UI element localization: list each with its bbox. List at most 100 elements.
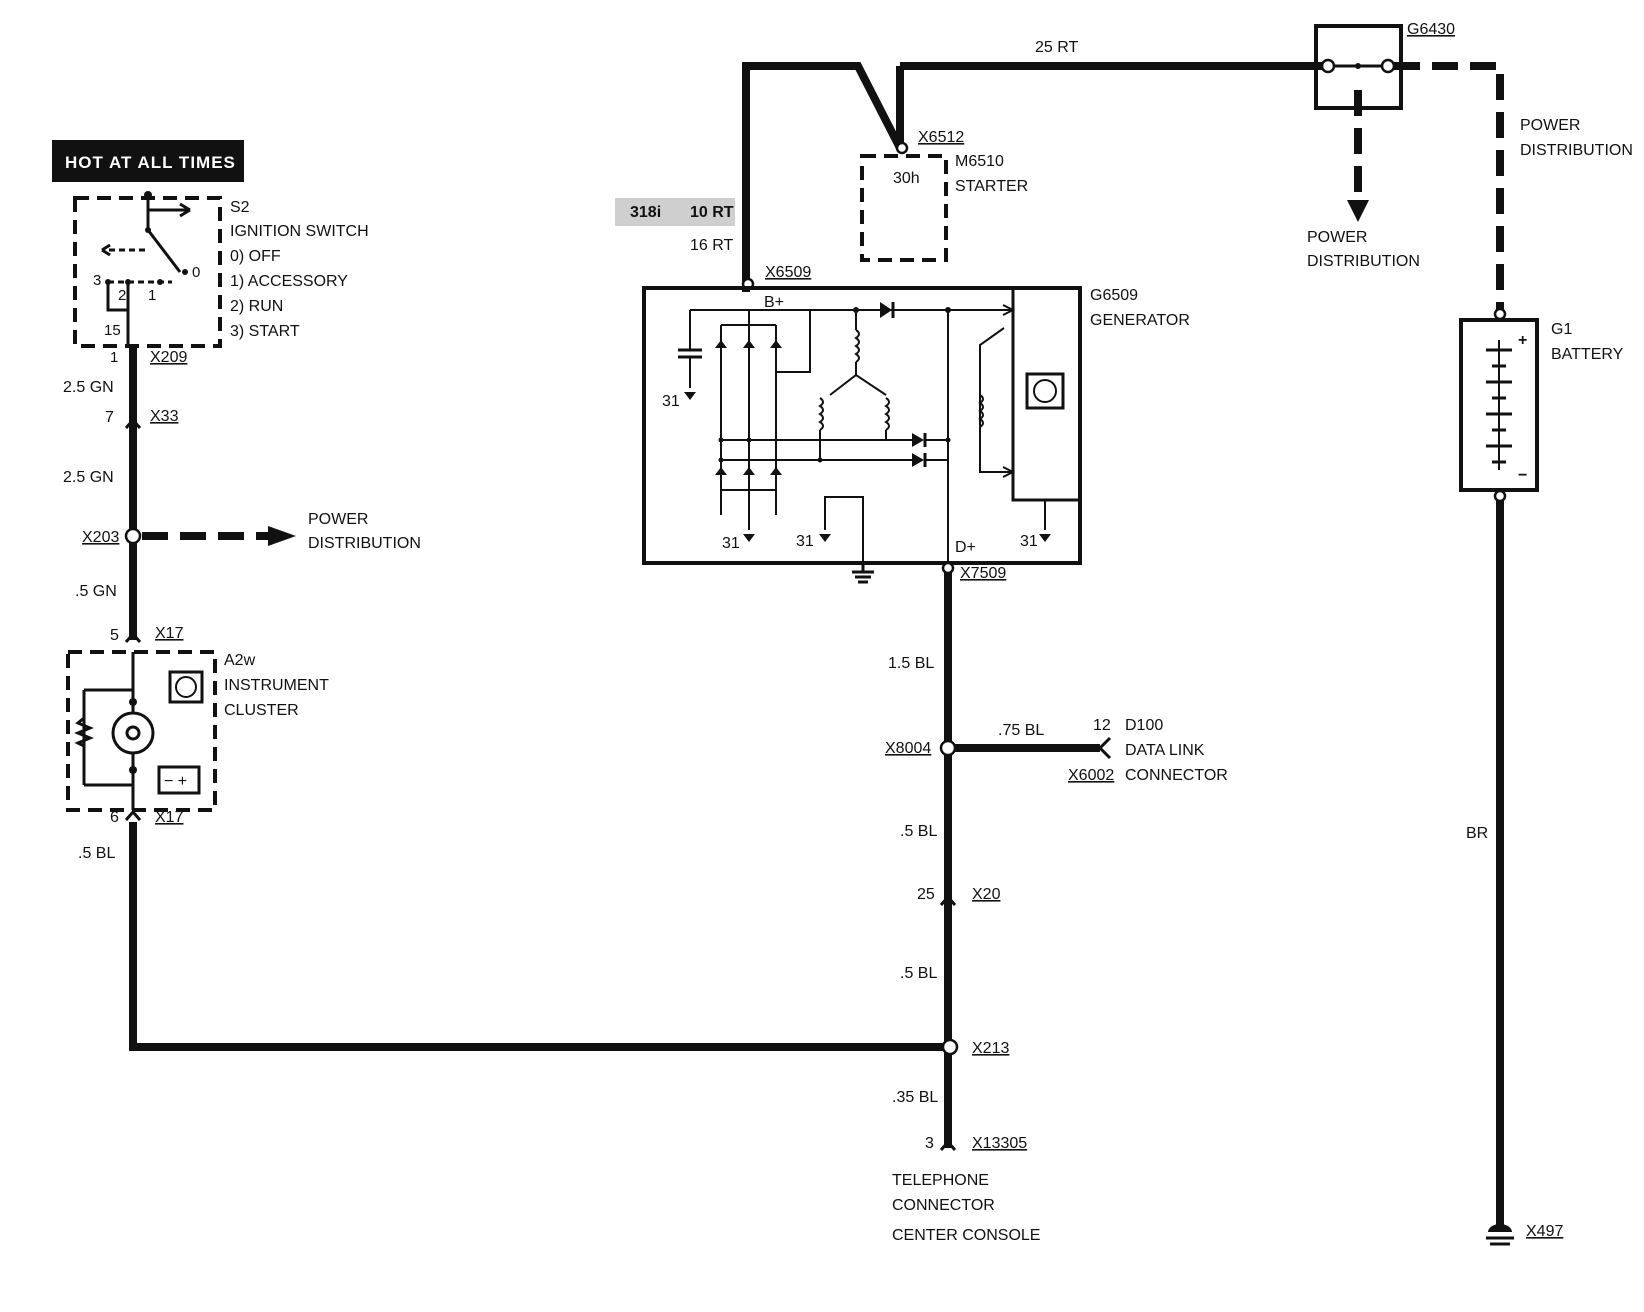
- power-dist-right-2: DISTRIBUTION: [1520, 142, 1633, 159]
- wire-label-16rt: 16 RT: [690, 237, 734, 254]
- connector-x203: X203: [82, 529, 119, 546]
- power-dist-mid-1: POWER: [1307, 229, 1367, 246]
- connector-x17-top: X17: [155, 625, 184, 642]
- variant-318i-shade: [615, 198, 735, 226]
- starter-box: [860, 154, 948, 262]
- ign-pos-start: 3) START: [230, 323, 300, 340]
- phone-title-1: TELEPHONE: [892, 1172, 989, 1189]
- wire-label-25rt: 25 RT: [1035, 39, 1079, 56]
- x17-bottom-symbol: [124, 809, 142, 821]
- starter-terminal: 30h: [893, 170, 920, 187]
- generator-name: GENERATOR: [1090, 312, 1190, 329]
- cluster-internal: [74, 652, 204, 810]
- g6430-right-node: [1380, 58, 1396, 74]
- cluster-battery-symbol: − +: [164, 773, 187, 790]
- x33-pin: 7: [105, 409, 114, 426]
- battery-cells: [1486, 340, 1512, 470]
- ignition-title: IGNITION SWITCH: [230, 223, 369, 240]
- connector-x33: X33: [150, 408, 179, 425]
- ign-pin-3: 3: [93, 272, 101, 289]
- connector-x209: X209: [150, 349, 187, 366]
- x17-pin-6: 6: [110, 809, 119, 826]
- gen-ground-31-c: 31: [796, 533, 814, 550]
- ignition-id: S2: [230, 199, 250, 216]
- variant-318i: 318i: [630, 204, 661, 221]
- battery-minus-node: [1493, 489, 1507, 503]
- datalink-title-1: DATA LINK: [1125, 742, 1205, 759]
- connector-x17-bottom: X17: [155, 809, 184, 826]
- x8004-splice: [939, 739, 957, 757]
- battery-name: BATTERY: [1551, 346, 1624, 363]
- wire-battery-feed: [1394, 62, 1504, 312]
- steering-wheel-icon: [168, 670, 204, 704]
- connector-x497: X497: [1526, 1223, 1563, 1240]
- wire-label-br: BR: [1466, 825, 1488, 842]
- data-link-connector-symbol: [1097, 736, 1112, 760]
- x203-splice: [124, 527, 142, 545]
- ign-pin-0: 0: [192, 264, 200, 281]
- charge-lamp-icon: [111, 711, 155, 755]
- connector-x213: X213: [972, 1040, 1009, 1057]
- x33-connector-symbol: [124, 417, 142, 429]
- x213-splice: [941, 1038, 959, 1056]
- wire-label-035bl: .35 BL: [892, 1089, 938, 1106]
- power-dist-right-1: POWER: [1520, 117, 1580, 134]
- battery-warning-icon: [157, 765, 201, 795]
- ign-pin-1: 1: [148, 287, 156, 304]
- wire-blue-left-return: [129, 822, 945, 1051]
- x20-pin: 25: [917, 886, 935, 903]
- battery-plus: +: [1518, 332, 1527, 349]
- x13305-pin: 3: [925, 1135, 934, 1152]
- datalink-pin: 12: [1093, 717, 1111, 734]
- ign-pos-off: 0) OFF: [230, 248, 281, 265]
- wire-label-25gn-2: 2.5 GN: [63, 469, 114, 486]
- wire-label-05gn: .5 GN: [75, 583, 117, 600]
- connector-x13305: X13305: [972, 1135, 1027, 1152]
- ign-pos-accessory: 1) ACCESSORY: [230, 273, 348, 290]
- power-dist-left-2: DISTRIBUTION: [308, 535, 421, 552]
- wire-label-05bl-a: .5 BL: [900, 823, 937, 840]
- wire-label-25gn-1: 2.5 GN: [63, 379, 114, 396]
- power-dist-left-1: POWER: [308, 511, 368, 528]
- instrument-cluster-box: [66, 650, 217, 812]
- connector-x6509: X6509: [765, 264, 811, 281]
- generator-internal: [678, 286, 1082, 584]
- gen-ground-31-d: 31: [1020, 533, 1038, 550]
- x17-pin-5: 5: [110, 627, 119, 644]
- wire-red-b-plus: [742, 62, 904, 292]
- x17-top-symbol: [124, 631, 142, 643]
- g6430-left-node: [1320, 58, 1336, 74]
- arrow-down-icon: [1347, 200, 1369, 222]
- x6512-node: [895, 141, 909, 155]
- datalink-id: D100: [1125, 717, 1163, 734]
- connector-x6002: X6002: [1068, 767, 1114, 784]
- wire-label-05bl-left: .5 BL: [78, 845, 115, 862]
- generator-bplus: B+: [764, 294, 784, 311]
- hot-badge-text: HOT AT ALL TIMES: [65, 153, 236, 172]
- connector-x20: X20: [972, 886, 1001, 903]
- phone-title-3: CENTER CONSOLE: [892, 1227, 1040, 1244]
- arrow-right-icon: [268, 526, 296, 546]
- gen-ground-31-b: 31: [722, 535, 740, 552]
- hot-at-all-times-badge: [52, 140, 244, 182]
- connector-x8004: X8004: [885, 740, 931, 757]
- g6430-center: [1355, 63, 1361, 69]
- wire-label-05bl-b: .5 BL: [900, 965, 937, 982]
- gen-ground-31-a: 31: [662, 393, 680, 410]
- datalink-title-2: CONNECTOR: [1125, 767, 1228, 784]
- wire-label-075bl: .75 BL: [998, 722, 1044, 739]
- variant-10rt: 10 RT: [690, 204, 734, 221]
- cluster-id: A2w: [224, 652, 256, 669]
- battery-plus-node: [1493, 307, 1507, 321]
- connector-g6430: G6430: [1407, 21, 1455, 38]
- ign-pin-2: 2: [118, 287, 126, 304]
- ign-pos-run: 2) RUN: [230, 298, 283, 315]
- generator-id: G6509: [1090, 287, 1138, 304]
- cluster-title-1: INSTRUMENT: [224, 677, 329, 694]
- generator-dplus: D+: [955, 539, 976, 556]
- ground-x497-icon: [1486, 1224, 1514, 1246]
- phone-title-2: CONNECTOR: [892, 1197, 995, 1214]
- battery-minus: −: [1518, 467, 1527, 484]
- wire-label-15bl: 1.5 BL: [888, 655, 934, 672]
- ignition-switch-symbol: [101, 191, 191, 346]
